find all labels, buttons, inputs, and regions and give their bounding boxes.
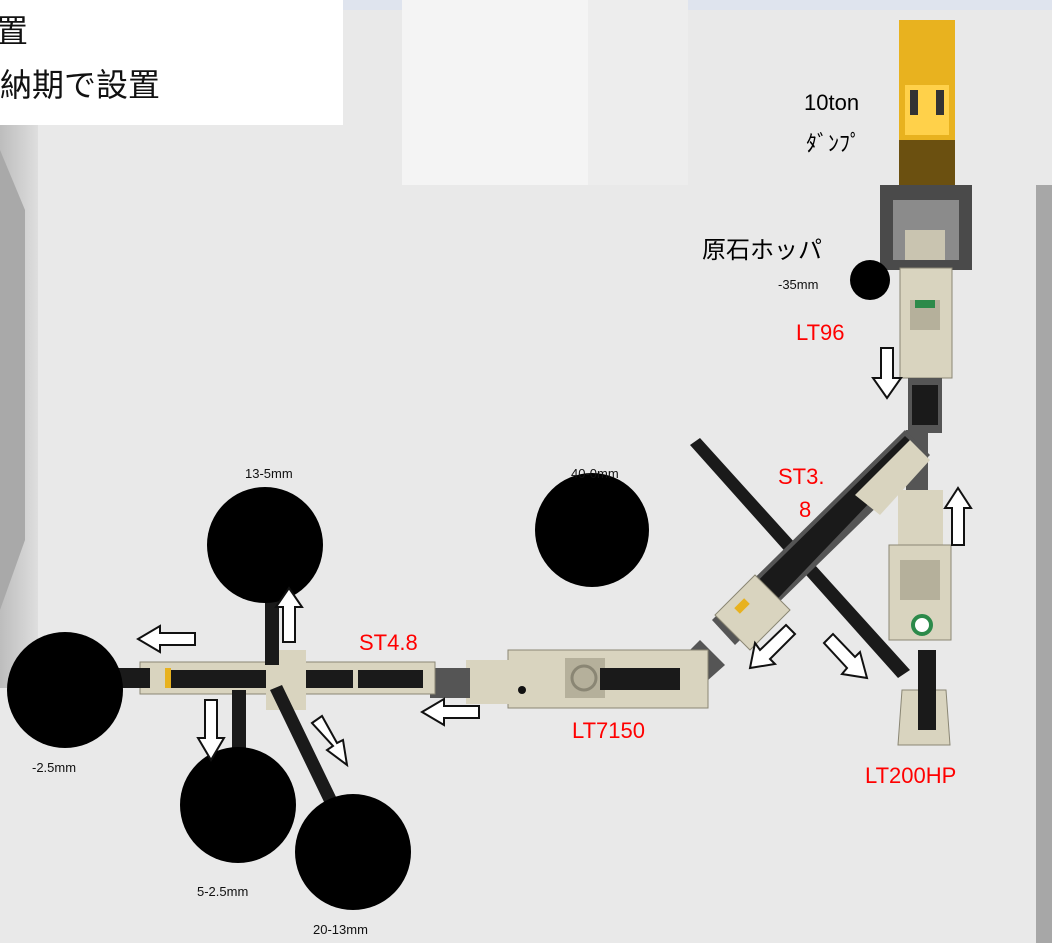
pile-13-5mm bbox=[207, 487, 323, 603]
flow-arrow-left-icon bbox=[420, 697, 480, 727]
pile-minus-2-5mm bbox=[7, 632, 123, 748]
pile-label-40-0mm: 40-0mm bbox=[571, 466, 619, 481]
flow-arrow-up-icon bbox=[943, 486, 973, 546]
flow-arrow-down-right-icon bbox=[822, 632, 869, 680]
description-line-2: 納期で設置 bbox=[0, 67, 161, 103]
pile-label-13-5mm: 13-5mm bbox=[245, 466, 293, 481]
description-textbox: 置 納期で設置 bbox=[0, 0, 343, 125]
st38-label-part2: 8 bbox=[799, 497, 812, 522]
pile-label-5-2-5mm: 5-2.5mm bbox=[197, 884, 249, 899]
flow-arrow-up-icon bbox=[274, 586, 304, 643]
hopper-label: 原石ホッパ bbox=[702, 237, 822, 264]
hopper-output-label: -35mm bbox=[778, 277, 819, 292]
dump-name-label: ﾀﾞﾝﾌﾟ bbox=[806, 131, 862, 156]
st38-screen bbox=[660, 430, 930, 705]
pile-label-20-13mm: 20-13mm bbox=[313, 922, 368, 937]
flow-arrow-down-icon bbox=[871, 347, 903, 400]
flow-arrow-down-icon bbox=[196, 699, 226, 762]
pile-label-minus-2-5mm: -2.5mm bbox=[32, 760, 77, 775]
flow-arrow-left-icon bbox=[136, 624, 196, 654]
flow-arrow-down-right-icon bbox=[310, 714, 349, 768]
left-wall-shadow bbox=[0, 150, 25, 610]
st38-label-part1: ST3. bbox=[778, 464, 825, 489]
raw-stone-hopper bbox=[850, 185, 972, 300]
dump-size-label: 10ton bbox=[804, 90, 860, 115]
st48-label: ST4.8 bbox=[359, 630, 418, 655]
lt7150-label: LT7150 bbox=[572, 718, 645, 743]
pile-20-13mm bbox=[295, 794, 411, 910]
right-wall bbox=[1036, 185, 1052, 943]
lt200hp-label: LT200HP bbox=[865, 763, 957, 788]
top-strip bbox=[343, 0, 1052, 10]
pile-5-2-5mm bbox=[180, 747, 296, 863]
lt96-label: LT96 bbox=[796, 320, 845, 345]
lt7150-machine bbox=[430, 649, 709, 709]
building-block-shade bbox=[588, 0, 688, 185]
pile-40-0mm bbox=[535, 473, 649, 587]
lt200hp-machine bbox=[888, 430, 952, 746]
lt96-machine bbox=[899, 267, 953, 433]
description-line-1: 置 bbox=[0, 13, 29, 49]
flow-arrow-down-left-icon bbox=[748, 623, 797, 670]
